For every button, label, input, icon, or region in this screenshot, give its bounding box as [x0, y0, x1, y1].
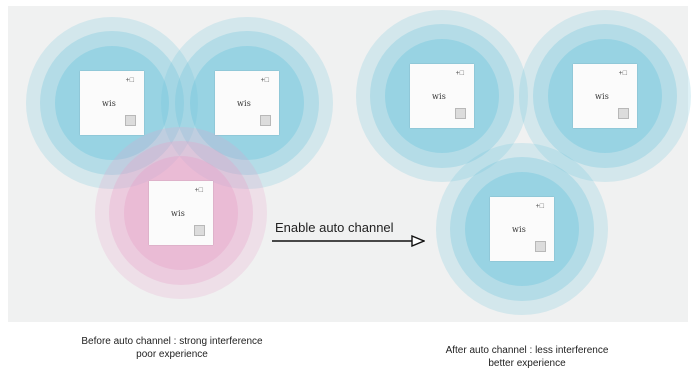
diagram-panel	[8, 6, 688, 322]
caption-before: Before auto channel : strong interferenc…	[65, 335, 279, 361]
port-icon: +□	[618, 70, 627, 77]
access-point-after-2: +□ wis	[573, 64, 637, 128]
port-icon: +□	[455, 70, 464, 77]
access-point-before-3: +□ wis	[149, 181, 213, 245]
access-point-before-2: +□ wis	[215, 71, 279, 135]
access-point-brand: wis	[595, 92, 610, 101]
caption-after-line1: After auto channel : less interference	[445, 345, 609, 356]
access-point-after-1: +□ wis	[410, 64, 474, 128]
access-point-brand: wis	[432, 92, 447, 101]
status-led-icon	[125, 115, 136, 126]
arrow-label: Enable auto channel	[275, 220, 394, 235]
access-point-before-1: +□ wis	[80, 71, 144, 135]
port-icon: +□	[260, 77, 269, 84]
status-led-icon	[194, 225, 205, 236]
status-led-icon	[535, 241, 546, 252]
access-point-brand: wis	[171, 209, 186, 218]
port-icon: +□	[535, 203, 544, 210]
port-icon: +□	[194, 187, 203, 194]
access-point-brand: wis	[237, 99, 252, 108]
access-point-brand: wis	[102, 99, 117, 108]
caption-before-line2: poor experience	[136, 349, 208, 360]
caption-after: After auto channel : less interference b…	[420, 344, 634, 370]
access-point-brand: wis	[512, 225, 527, 234]
caption-after-line2: better experience	[488, 358, 566, 369]
access-point-after-3: +□ wis	[490, 197, 554, 261]
status-led-icon	[455, 108, 466, 119]
status-led-icon	[618, 108, 629, 119]
port-icon: +□	[125, 77, 134, 84]
status-led-icon	[260, 115, 271, 126]
caption-before-line1: Before auto channel : strong interferenc…	[81, 336, 263, 347]
